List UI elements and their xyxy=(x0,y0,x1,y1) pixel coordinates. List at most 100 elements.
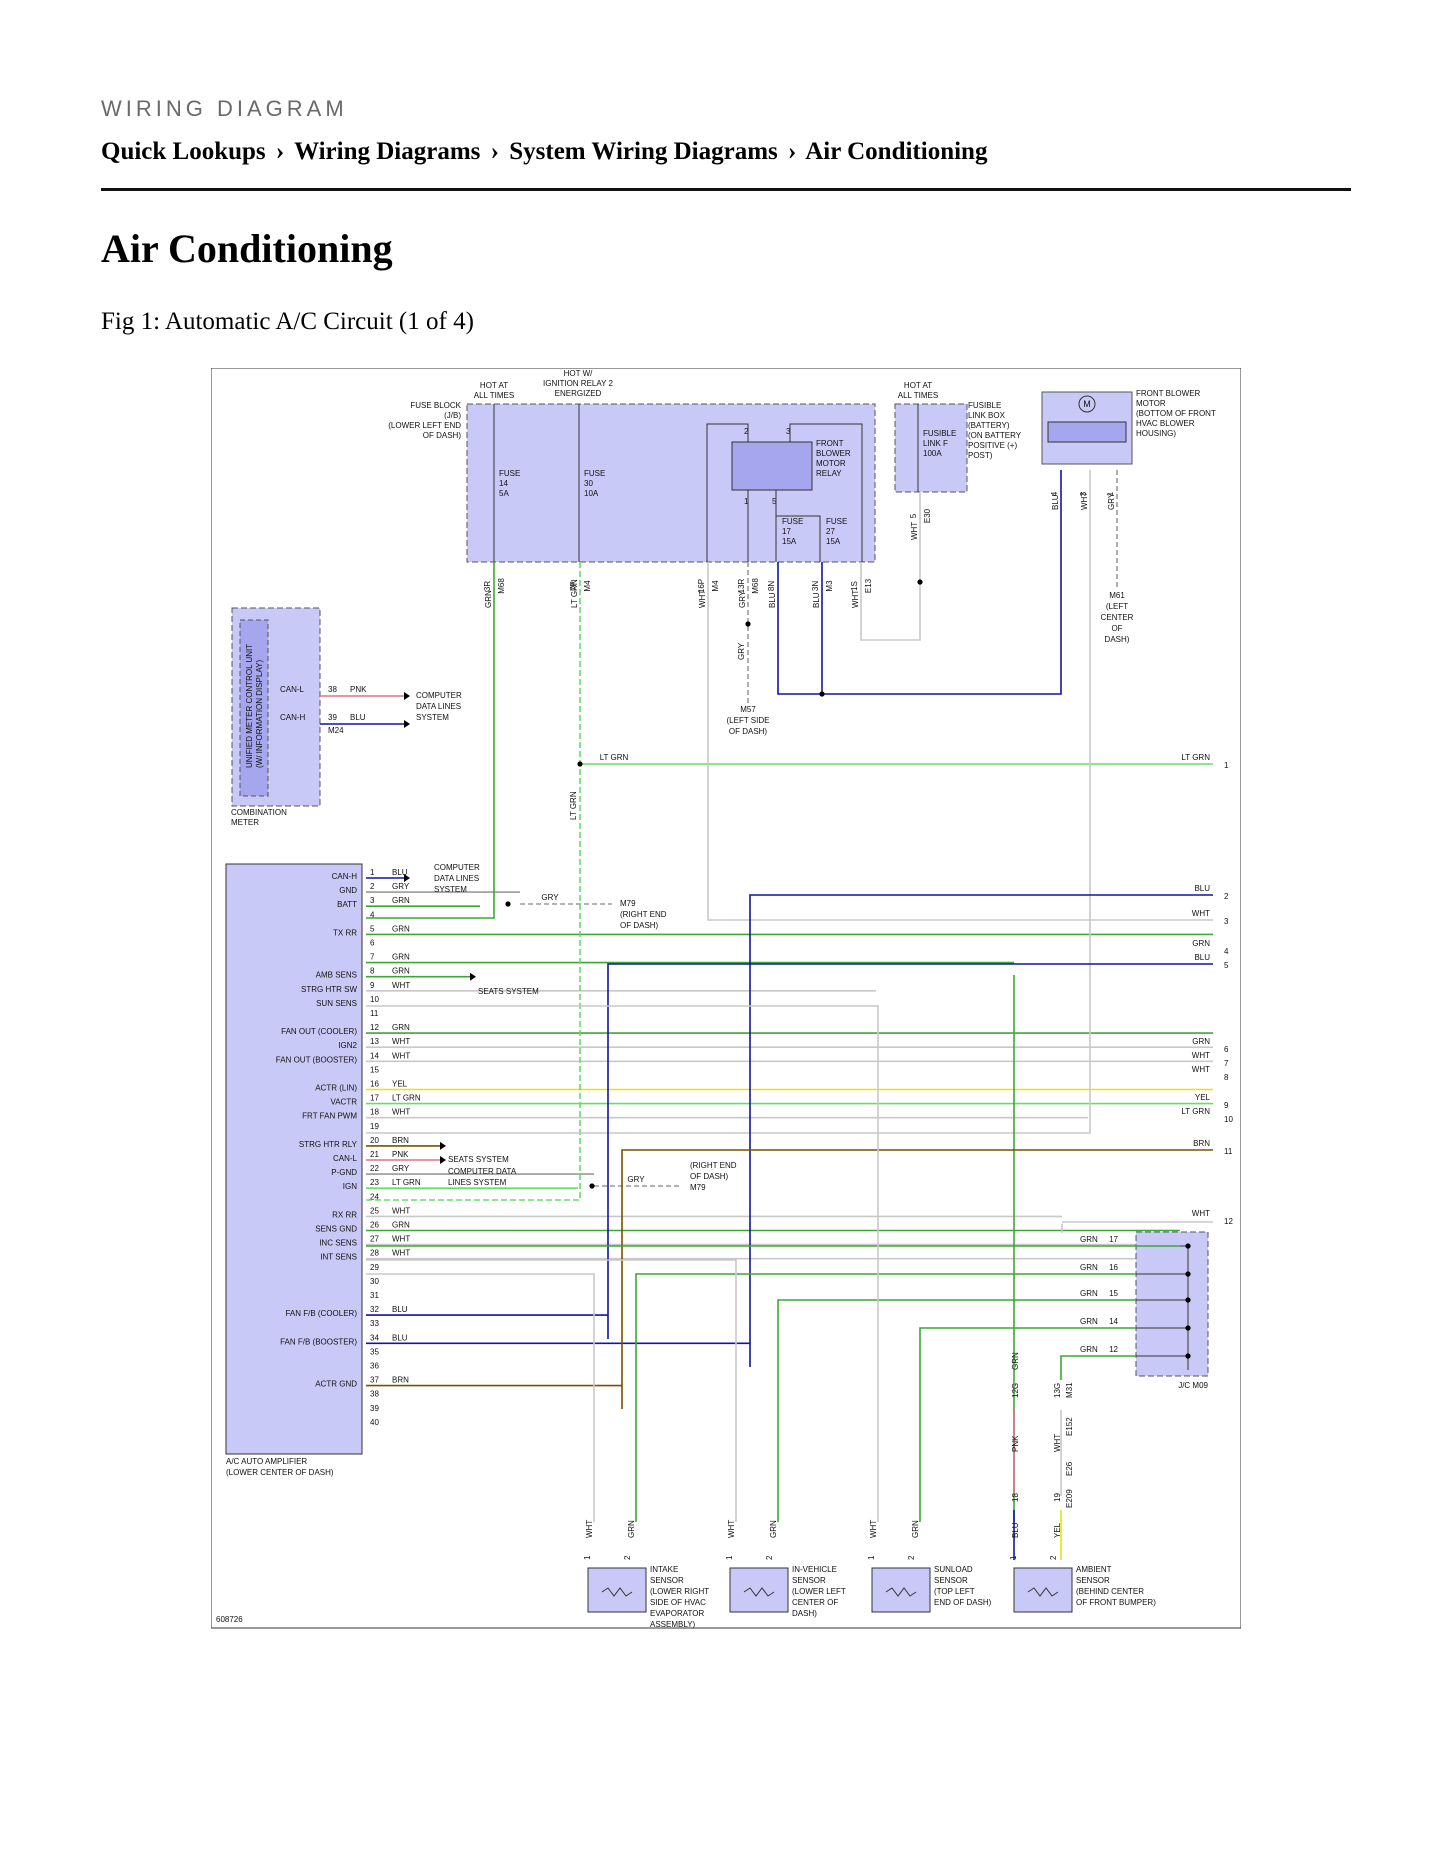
m61-label: (LEFT xyxy=(1106,602,1128,611)
thermistor-icon xyxy=(743,1587,775,1597)
amp-pin-label: IGN2 xyxy=(338,1041,357,1050)
computer-data-lines-label: DATA LINES xyxy=(416,702,461,711)
motor-icon xyxy=(1078,395,1096,413)
breadcrumb-wiring-diagrams[interactable]: Wiring Diagrams xyxy=(294,138,481,165)
connector-pin-label: 3R xyxy=(483,581,492,591)
connector-pin-label: 3N xyxy=(811,581,820,591)
amp-pin-label: FAN OUT (BOOSTER) xyxy=(276,1055,358,1064)
ac-amplifier-label: A/C AUTO AMPLIFIER xyxy=(226,1457,307,1466)
connector-id-label: E13 xyxy=(864,578,873,593)
splice-dot xyxy=(589,1183,595,1189)
wire-color-label: GRY xyxy=(1107,492,1116,510)
hot-at-all-times-label: HOT AT xyxy=(480,381,508,390)
wire-color-label: WHT xyxy=(392,1051,410,1060)
breadcrumb-separator: › xyxy=(275,138,285,165)
right-exit-wire-label: GRN xyxy=(1192,1037,1210,1046)
breadcrumb-air-conditioning[interactable]: Air Conditioning xyxy=(805,138,988,165)
amp-pin-label: FAN F/B (BOOSTER) xyxy=(280,1337,357,1346)
sensor-box xyxy=(729,1567,789,1613)
m79-label: (RIGHT END xyxy=(620,910,667,919)
arrow-icon xyxy=(404,692,410,700)
splice-dot xyxy=(505,901,511,907)
connector-pin-label: 7P xyxy=(569,581,578,591)
connector-pin-label: 16P xyxy=(697,579,706,593)
blower-relay-label: BLOWER xyxy=(816,449,851,458)
amp-pin-label: STRG HTR RLY xyxy=(299,1140,358,1149)
wire-blu-exit-5 xyxy=(607,963,1213,1339)
wire-grn-jc-12 xyxy=(1060,1355,1136,1380)
right-exit-number: 1 xyxy=(1224,761,1229,770)
right-exit-number: 10 xyxy=(1224,1115,1233,1124)
relay-feed xyxy=(789,423,863,562)
sensor-label: SIDE OF HVAC xyxy=(650,1598,706,1607)
computer-data-lines-label: COMPUTER xyxy=(434,863,480,872)
hot-at-all-times-label-right: HOT AT xyxy=(904,381,932,390)
wire-color-label: LT GRN xyxy=(600,753,629,762)
wire-color-label: PNK xyxy=(1011,1435,1020,1452)
relay-output xyxy=(776,515,821,562)
amp-pin-number: 25 xyxy=(370,1206,379,1215)
sensor-label: SENSOR xyxy=(650,1576,684,1585)
diagram-frame xyxy=(211,368,1241,1629)
computer-data-lines-label: COMPUTER xyxy=(416,691,462,700)
pin-label: 39 xyxy=(328,713,337,722)
sensor-pin-label: 2 xyxy=(907,1555,916,1560)
wire-color-label: GRY xyxy=(392,882,410,891)
wire-color-label: WHT xyxy=(392,981,410,990)
blower-relay-box xyxy=(731,441,813,491)
m79-label-b: M79 xyxy=(690,1183,706,1192)
wire-color-label: GRY xyxy=(738,590,747,608)
amp-pin-label: TX RR xyxy=(333,928,357,937)
wire-color-label: YEL xyxy=(392,1080,408,1089)
right-exit-number: 9 xyxy=(1224,1101,1229,1110)
wire-color-label: PNK xyxy=(350,685,367,694)
amp-pin-number: 26 xyxy=(370,1221,379,1230)
wire-wht-inc-sens xyxy=(366,1259,737,1522)
sensor-pin-label: 1 xyxy=(725,1555,734,1560)
wire-color-label: BRN xyxy=(392,1136,409,1145)
connector-id-label: E26 xyxy=(1065,1461,1074,1476)
amp-pin-number: 11 xyxy=(370,1009,379,1018)
combination-meter-label: METER xyxy=(231,818,259,827)
junction-connector-box xyxy=(1135,1231,1209,1377)
amp-pin-number: 33 xyxy=(370,1319,379,1328)
breadcrumb-system-wiring-diagrams[interactable]: System Wiring Diagrams xyxy=(509,138,778,165)
breadcrumb-quick-lookups[interactable]: Quick Lookups xyxy=(101,138,266,165)
m61-label: DASH) xyxy=(1105,635,1130,644)
sensor-label: SENSOR xyxy=(1076,1576,1110,1585)
fusible-link-box-label: FUSIBLE xyxy=(968,401,1001,410)
sensor-label: SENSOR xyxy=(934,1576,968,1585)
jc-wire-label: GRN xyxy=(1080,1235,1098,1244)
amp-pin-number: 18 xyxy=(370,1108,379,1117)
sensor-label: OF FRONT BUMPER) xyxy=(1076,1598,1156,1607)
amp-pin-label: ACTR GND xyxy=(315,1380,357,1389)
splice-dot xyxy=(819,691,825,697)
fuse-30-label: 10A xyxy=(584,489,599,498)
splice-dot xyxy=(1185,1243,1191,1249)
wire-grn-jc-16 xyxy=(635,1273,1136,1522)
pin-label: 38 xyxy=(328,685,337,694)
splice-dot xyxy=(1185,1297,1191,1303)
right-exit-number: 7 xyxy=(1224,1059,1229,1068)
connector-id-label: M4 xyxy=(711,580,720,592)
amp-pin-label: IGN xyxy=(343,1182,357,1191)
sensor-pin-label: 2 xyxy=(623,1555,632,1560)
connector-id-label: M24 xyxy=(328,726,344,735)
wire-color-label: BRN xyxy=(392,1376,409,1385)
wire-color-label: BLU xyxy=(768,592,777,608)
connector-pin-label: 8N xyxy=(767,581,776,591)
arrow-icon xyxy=(404,874,410,882)
blower-relay-label: RELAY xyxy=(816,469,842,478)
fuse-14-label: FUSE xyxy=(499,469,520,478)
can-l-label: CAN-L xyxy=(280,685,305,694)
sensor-pin-label: 1 xyxy=(1009,1555,1018,1560)
wire-color-label: BLU xyxy=(1051,494,1060,510)
m57-label: (LEFT SIDE xyxy=(727,716,770,725)
amp-pin-label: FAN F/B (COOLER) xyxy=(285,1309,357,1318)
wire-color-label: BLU xyxy=(392,868,408,877)
amp-pin-label: INT SENS xyxy=(320,1253,357,1262)
meter-control-unit-box xyxy=(239,619,269,797)
m79-label-b: (RIGHT END xyxy=(690,1161,737,1170)
sensor-label: (TOP LEFT xyxy=(934,1587,975,1596)
amp-pin-label: SENS GND xyxy=(315,1225,357,1234)
